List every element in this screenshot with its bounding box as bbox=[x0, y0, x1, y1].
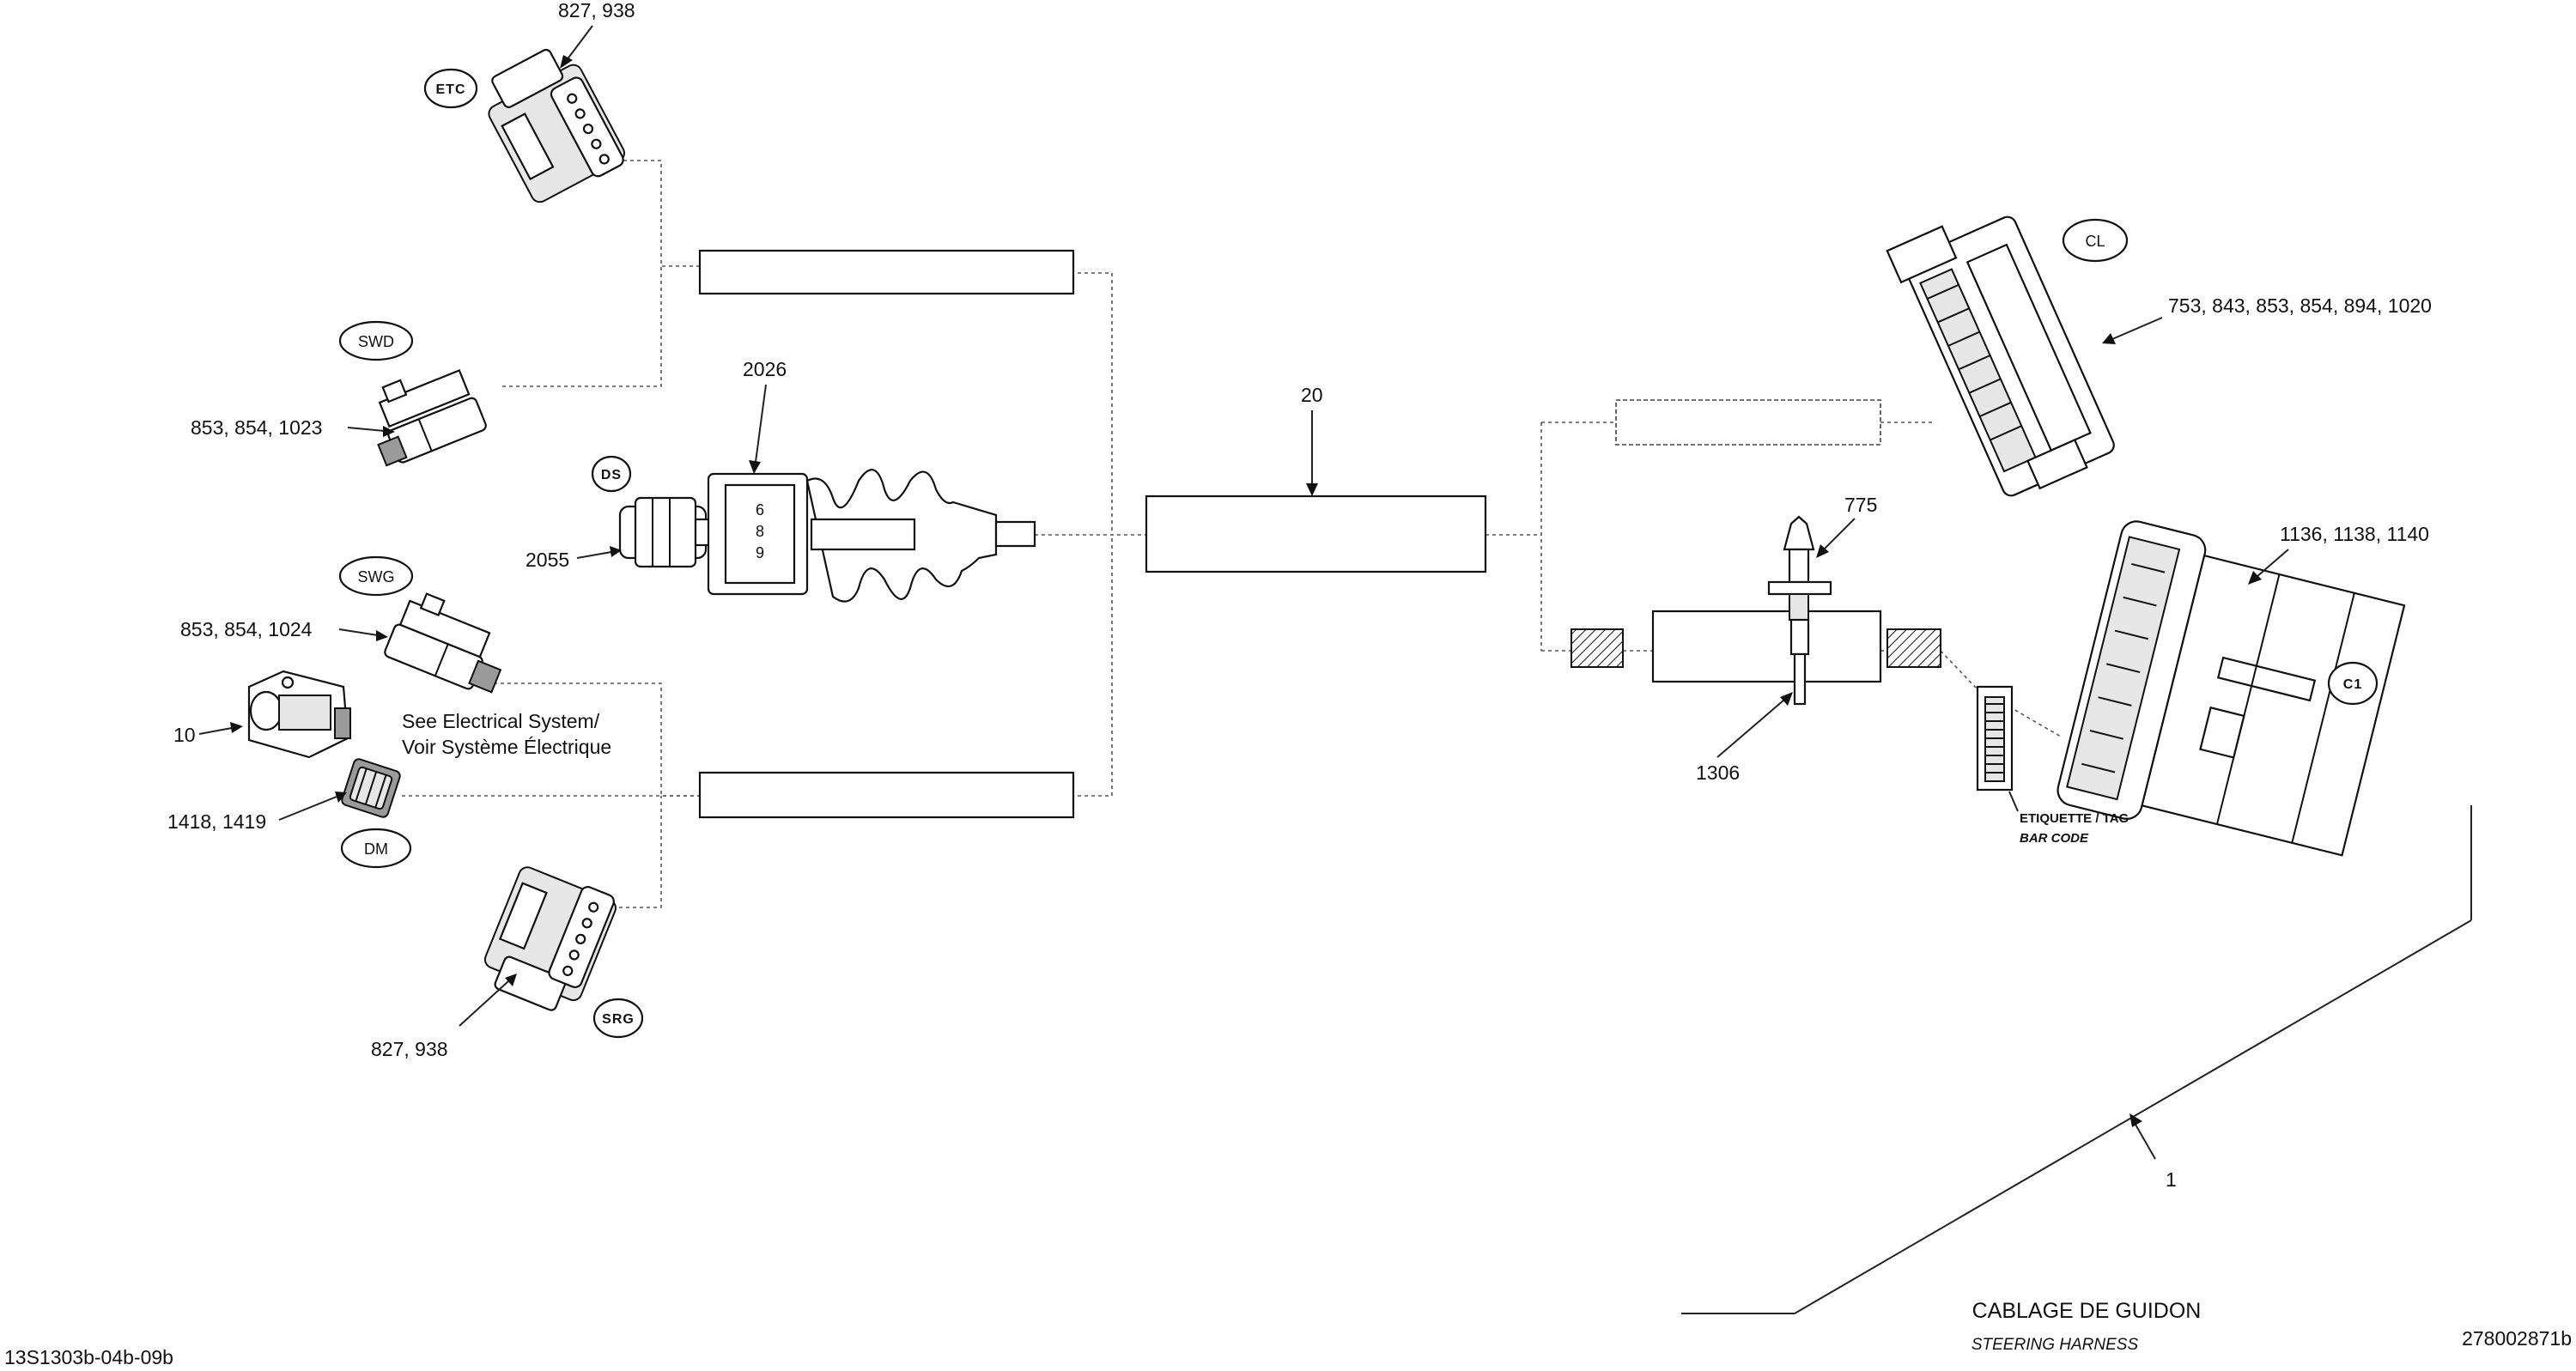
module-part-label: 10 bbox=[173, 724, 196, 746]
etc-tag-bubble bbox=[423, 68, 478, 109]
tape-left bbox=[1571, 628, 1624, 668]
cl-tag: CL bbox=[2085, 233, 2105, 250]
boot-2026 bbox=[707, 469, 1036, 603]
boot-digit-2: 8 bbox=[756, 523, 764, 540]
sleeve-bottom bbox=[698, 771, 1075, 819]
ds-tag: DS bbox=[601, 468, 622, 482]
swd-leader bbox=[347, 427, 386, 432]
c1-tag: C1 bbox=[2343, 677, 2362, 692]
sleeves bbox=[698, 249, 1941, 819]
c1-leader bbox=[2256, 549, 2289, 578]
c1-tag-bubble bbox=[2327, 661, 2379, 706]
ds-tag-bubble bbox=[591, 455, 632, 493]
srg-connector bbox=[483, 866, 617, 1011]
swg-arrowhead bbox=[376, 630, 388, 641]
cl-arrowhead bbox=[2102, 333, 2116, 344]
see-ref-line2: Voir Système Électrique bbox=[402, 736, 611, 758]
junction-sleeve bbox=[1651, 610, 1882, 683]
dm-tag-bubble bbox=[340, 828, 412, 869]
tie-arrowhead bbox=[1780, 692, 1793, 706]
boot-arrowhead bbox=[749, 460, 761, 474]
sleeve-part-label: 20 bbox=[1301, 384, 1323, 406]
etc-tag: ETC bbox=[436, 82, 466, 97]
dm-parts-label: 1418, 1419 bbox=[167, 810, 266, 833]
barcode-leader bbox=[2008, 791, 2019, 812]
sleeve-20 bbox=[1145, 494, 1487, 573]
barcode-line2: BAR CODE bbox=[2020, 831, 2089, 846]
etc-arrowhead bbox=[560, 55, 573, 69]
swd-parts-label: 853, 854, 1023 bbox=[191, 416, 322, 439]
wiring-lines bbox=[402, 160, 2062, 908]
swg-tag-bubble bbox=[338, 555, 414, 597]
swd-tag-bubble bbox=[338, 320, 414, 361]
dm-arrowhead bbox=[335, 792, 347, 803]
harness-arrowhead bbox=[2129, 1113, 2142, 1127]
etc-parts-label: 827, 938 bbox=[558, 0, 635, 21]
swd-connector bbox=[377, 368, 487, 467]
cl-connector bbox=[1886, 215, 2115, 497]
sleeve-cl-branch bbox=[1615, 399, 1881, 446]
boot-leader bbox=[755, 384, 767, 463]
harness-part-label: 1 bbox=[2166, 1168, 2177, 1191]
cl-leader bbox=[2111, 317, 2163, 340]
cl-parts-label: 753, 843, 853, 854, 894, 1020 bbox=[2168, 294, 2432, 317]
sleeve-arrowhead bbox=[1306, 483, 1318, 496]
c1-connector bbox=[2057, 520, 2406, 857]
diagram-subtitle: STEERING HARNESS bbox=[1971, 1336, 2139, 1354]
srg-tag-bubble bbox=[592, 998, 644, 1039]
swg-leader bbox=[338, 628, 379, 636]
etc-connector bbox=[488, 48, 626, 203]
srg-arrowhead bbox=[505, 974, 517, 986]
module-arrowhead bbox=[230, 722, 243, 733]
dm-tag: DM bbox=[364, 840, 388, 858]
barcode-tag bbox=[1976, 685, 2014, 792]
swd-tag: SWD bbox=[358, 333, 394, 350]
ds-parts-label: 2055 bbox=[526, 549, 569, 571]
boot-part-label: 2026 bbox=[743, 358, 787, 380]
swd-arrowhead bbox=[383, 426, 395, 437]
right-doc-code: 278002871b bbox=[2462, 1327, 2572, 1350]
tape-right bbox=[1886, 628, 1941, 668]
boot-digit-1: 6 bbox=[756, 501, 764, 519]
left-doc-code: 13S1303b-04b-09b bbox=[4, 1346, 173, 1368]
clip-part-label: 775 bbox=[1844, 494, 1877, 516]
ds-leader bbox=[576, 551, 612, 559]
swg-connector bbox=[384, 592, 502, 694]
clip-775 bbox=[1767, 515, 1832, 621]
clip-arrowhead bbox=[1816, 544, 1829, 558]
see-ref-line1: See Electrical System/ bbox=[402, 710, 600, 732]
boot-digit-3: 9 bbox=[756, 544, 764, 561]
ds-arrowhead bbox=[610, 546, 622, 557]
clip-leader bbox=[1823, 518, 1856, 550]
srg-leader bbox=[459, 980, 509, 1027]
sleeve-top bbox=[698, 249, 1075, 295]
swg-tag: SWG bbox=[358, 568, 395, 585]
tie-1306 bbox=[1789, 618, 1810, 706]
harness-callout-lines bbox=[1681, 805, 2472, 1314]
ds-switch bbox=[618, 496, 714, 568]
barcode-line1: ETIQUETTE / TAG bbox=[2020, 811, 2129, 826]
dm-connector bbox=[341, 758, 401, 818]
tie-leader bbox=[1716, 699, 1785, 758]
etc-leader bbox=[566, 25, 593, 61]
swg-parts-label: 853, 854, 1024 bbox=[180, 618, 313, 640]
diagram-title: CABLAGE DE GUIDON bbox=[1972, 1299, 2202, 1323]
dm-leader bbox=[278, 796, 337, 821]
cl-tag-bubble bbox=[2062, 218, 2129, 263]
c1-arrowhead bbox=[2248, 571, 2262, 585]
module-10 bbox=[247, 670, 351, 759]
tie-part-label: 1306 bbox=[1696, 761, 1740, 784]
c1-parts-label: 1136, 1138, 1140 bbox=[2280, 523, 2429, 545]
srg-tag: SRG bbox=[602, 1012, 635, 1027]
module-leader bbox=[198, 727, 233, 735]
srg-parts-label: 827, 938 bbox=[371, 1038, 448, 1060]
